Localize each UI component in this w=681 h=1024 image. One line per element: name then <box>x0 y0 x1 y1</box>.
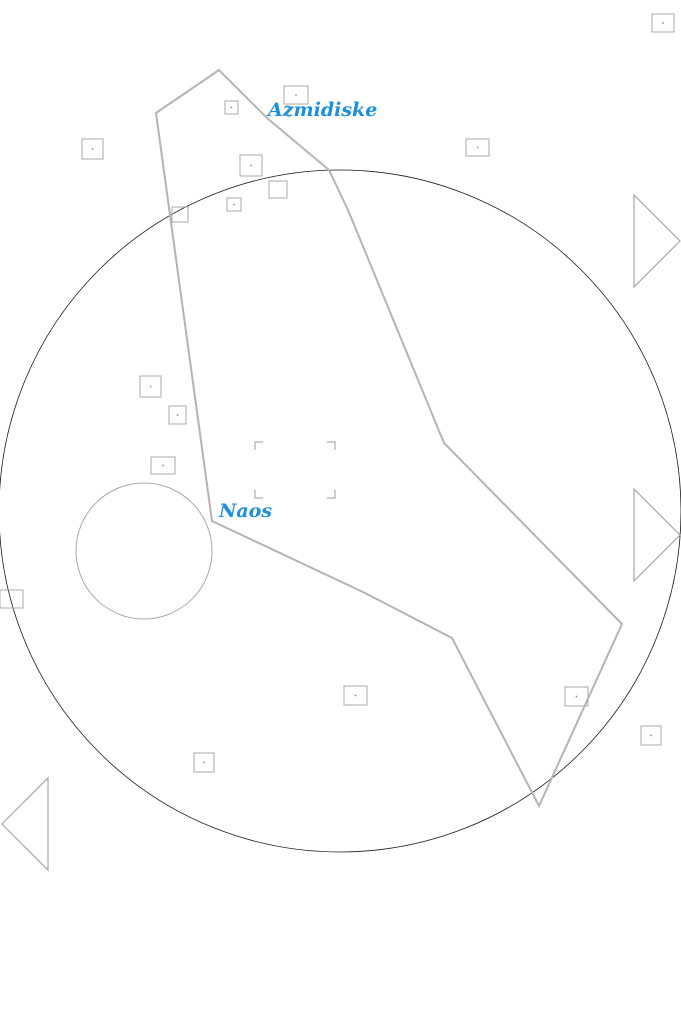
pan-right-upper-icon[interactable] <box>633 193 681 289</box>
star-marker[interactable] <box>226 197 242 212</box>
label-azmidiske: Azmidiske <box>266 99 377 121</box>
center-reticle <box>254 441 336 499</box>
star-marker[interactable] <box>150 456 176 475</box>
planet-outline[interactable] <box>75 482 213 620</box>
star-marker[interactable] <box>168 405 187 425</box>
star-marker[interactable] <box>81 138 104 160</box>
star-marker[interactable] <box>239 154 263 177</box>
label-naos: Naos <box>218 500 272 522</box>
star-marker[interactable] <box>343 685 368 706</box>
star-marker[interactable] <box>224 100 239 115</box>
star-marker[interactable] <box>268 180 288 199</box>
star-marker[interactable] <box>640 725 662 746</box>
field-of-view-circle <box>0 169 681 853</box>
star-marker[interactable] <box>283 85 309 105</box>
star-marker[interactable] <box>564 686 589 707</box>
pan-right-lower-icon[interactable] <box>633 487 681 583</box>
constellation-outline <box>154 68 624 809</box>
star-marker[interactable] <box>0 589 24 609</box>
star-marker[interactable] <box>465 138 490 157</box>
pan-left-icon[interactable] <box>1 776 49 872</box>
star-marker[interactable] <box>193 752 215 773</box>
star-marker[interactable] <box>139 375 162 398</box>
star-marker[interactable] <box>651 13 675 33</box>
star-marker[interactable] <box>171 206 189 223</box>
star-markers <box>0 13 675 773</box>
